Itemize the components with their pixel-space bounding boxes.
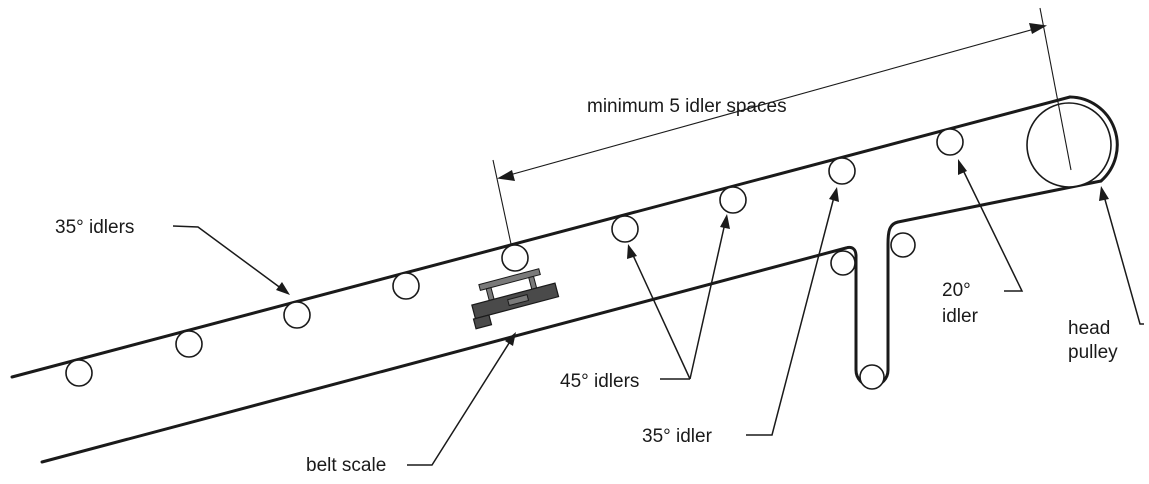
idler-20-leader <box>961 167 1024 292</box>
head-pulley-arrow <box>1099 186 1109 201</box>
head-pulley-leader <box>1103 195 1144 325</box>
take-up-roller <box>859 364 885 390</box>
belt-scale <box>471 268 560 330</box>
idlers-45-label: 45° idlers <box>560 371 639 392</box>
idler-35-1 <box>65 359 93 387</box>
idler-35-leader <box>746 196 835 436</box>
idler-20 <box>936 128 964 156</box>
idler-35-2 <box>175 330 203 358</box>
head-pulley-label-line1: head <box>1068 318 1110 339</box>
snub-roller-left <box>830 250 856 276</box>
dimension-extension-left <box>492 159 512 245</box>
head-pulley <box>1026 102 1112 188</box>
idler-35-arrow <box>829 187 839 202</box>
dimension-extension-right <box>1039 7 1072 171</box>
return-belt-upper <box>896 179 1103 224</box>
idlers-45-arrow-b <box>720 214 730 229</box>
idlers-45-leader-a <box>631 252 691 380</box>
dimension-line <box>505 27 1039 177</box>
idlers-35-arrow <box>276 282 290 295</box>
idler-scale <box>501 244 529 272</box>
idlers-45-leader-b <box>689 222 726 380</box>
head-pulley-wrap <box>1068 95 1119 183</box>
take-up-loop <box>844 220 900 388</box>
lower-belt <box>40 246 848 464</box>
dimension-arrow-left <box>497 170 515 181</box>
idler-35-3 <box>283 301 311 329</box>
idler-35-transition <box>828 157 856 185</box>
idlers-35-label: 35° idlers <box>55 217 134 238</box>
belt-scale-leader <box>407 339 512 466</box>
idler-20-arrow <box>958 159 967 175</box>
belt-scale-arrow <box>505 332 516 346</box>
idler-20-label-line2: idler <box>942 306 979 327</box>
idlers-35-leader <box>172 225 283 290</box>
idler-45-1 <box>611 215 639 243</box>
head-pulley-label-line2: pulley <box>1068 342 1118 363</box>
idler-45-2 <box>719 186 747 214</box>
dimension-arrow-right <box>1029 23 1047 34</box>
belt-scale-label: belt scale <box>306 455 386 476</box>
idler-20-label-line1: 20° <box>942 280 971 301</box>
snub-roller-right <box>890 232 916 258</box>
idlers-45-arrow-a <box>627 244 637 259</box>
minimum-spaces-label: minimum 5 idler spaces <box>587 96 787 117</box>
idler-35-4 <box>392 272 420 300</box>
idler-35-label: 35° idler <box>642 426 713 447</box>
